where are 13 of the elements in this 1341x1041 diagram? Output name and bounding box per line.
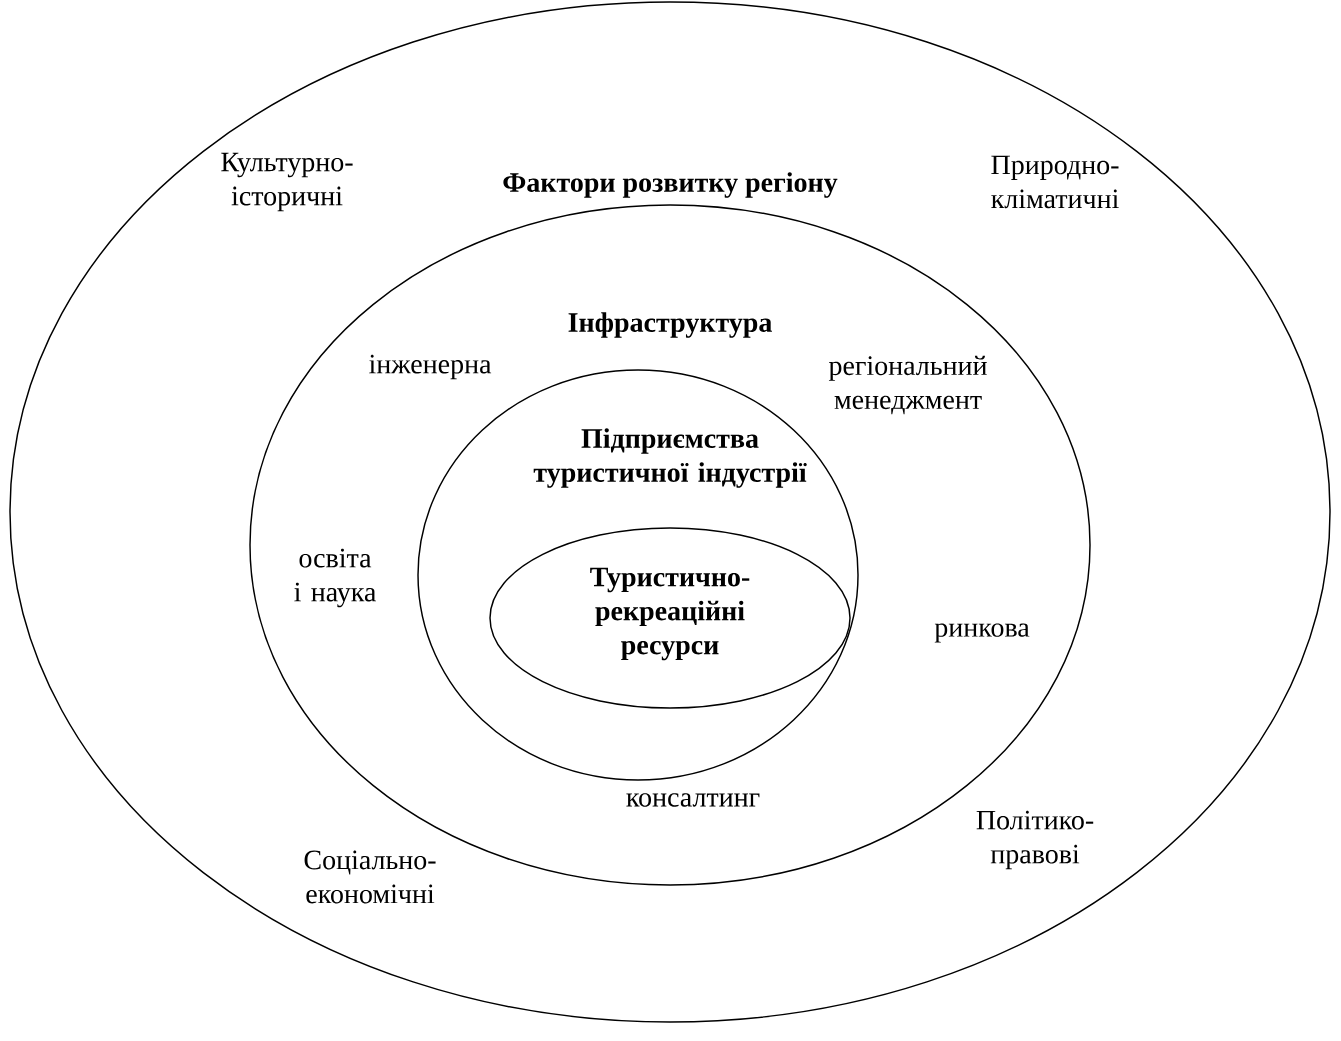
factor-label: Соціально- економічні: [304, 850, 436, 904]
heading: Підприємства туристичної індустрії: [533, 428, 807, 488]
factor-label: Політико- правові: [976, 810, 1094, 870]
heading: Фактори розвитку регіону: [503, 172, 838, 198]
factor-label: Культурно- історичні: [221, 152, 353, 212]
factor-label: Природно- кліматичні: [991, 155, 1119, 209]
infrastructure-label: регіональний менеджмент: [828, 355, 987, 415]
heading: Інфраструктура: [568, 312, 772, 338]
infrastructure-label: освіта і наука: [294, 548, 376, 608]
heading: Туристично- рекреаційні ресурси: [590, 567, 750, 661]
infrastructure-label: інженерна: [369, 354, 492, 380]
infrastructure-label: ринкова: [934, 623, 1030, 643]
infrastructure-label: консалтинг: [626, 793, 760, 807]
